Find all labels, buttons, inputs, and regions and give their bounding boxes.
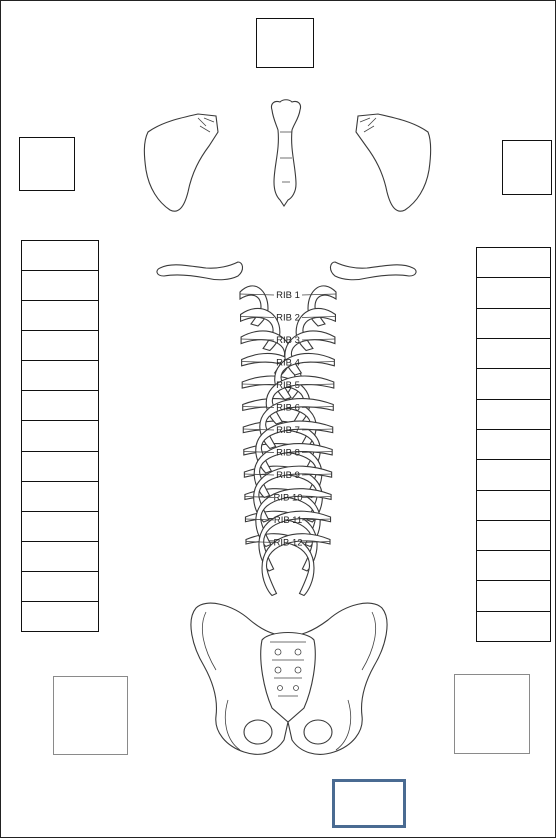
- rib-label: RIB 2: [276, 313, 300, 324]
- rib-label: RIB 10: [273, 493, 302, 504]
- left-clavicle-drawing: [157, 262, 243, 280]
- rib-label: RIB 4: [276, 358, 300, 369]
- rib-label: RIB 8: [276, 448, 300, 459]
- left-scapula-drawing: [144, 114, 218, 211]
- right-scapula-drawing: [356, 114, 431, 211]
- rib-label: RIB 11: [274, 515, 302, 526]
- right-clavicle-drawing: [330, 262, 416, 280]
- right-rib-2: [296, 308, 335, 350]
- rib-label: RIB 7: [276, 425, 300, 436]
- rib-label: RIB 3: [276, 335, 300, 346]
- rib-label: RIB 12: [273, 538, 302, 549]
- sternum-drawing: [271, 100, 300, 206]
- left-rib-2: [241, 308, 280, 350]
- pelvis-drawing: [191, 603, 387, 754]
- rib-label: RIB 5: [276, 380, 300, 391]
- rib-label: RIB 6: [276, 403, 300, 414]
- rib-label: RIB 9: [276, 470, 300, 481]
- rib-label: RIB 1: [276, 290, 300, 301]
